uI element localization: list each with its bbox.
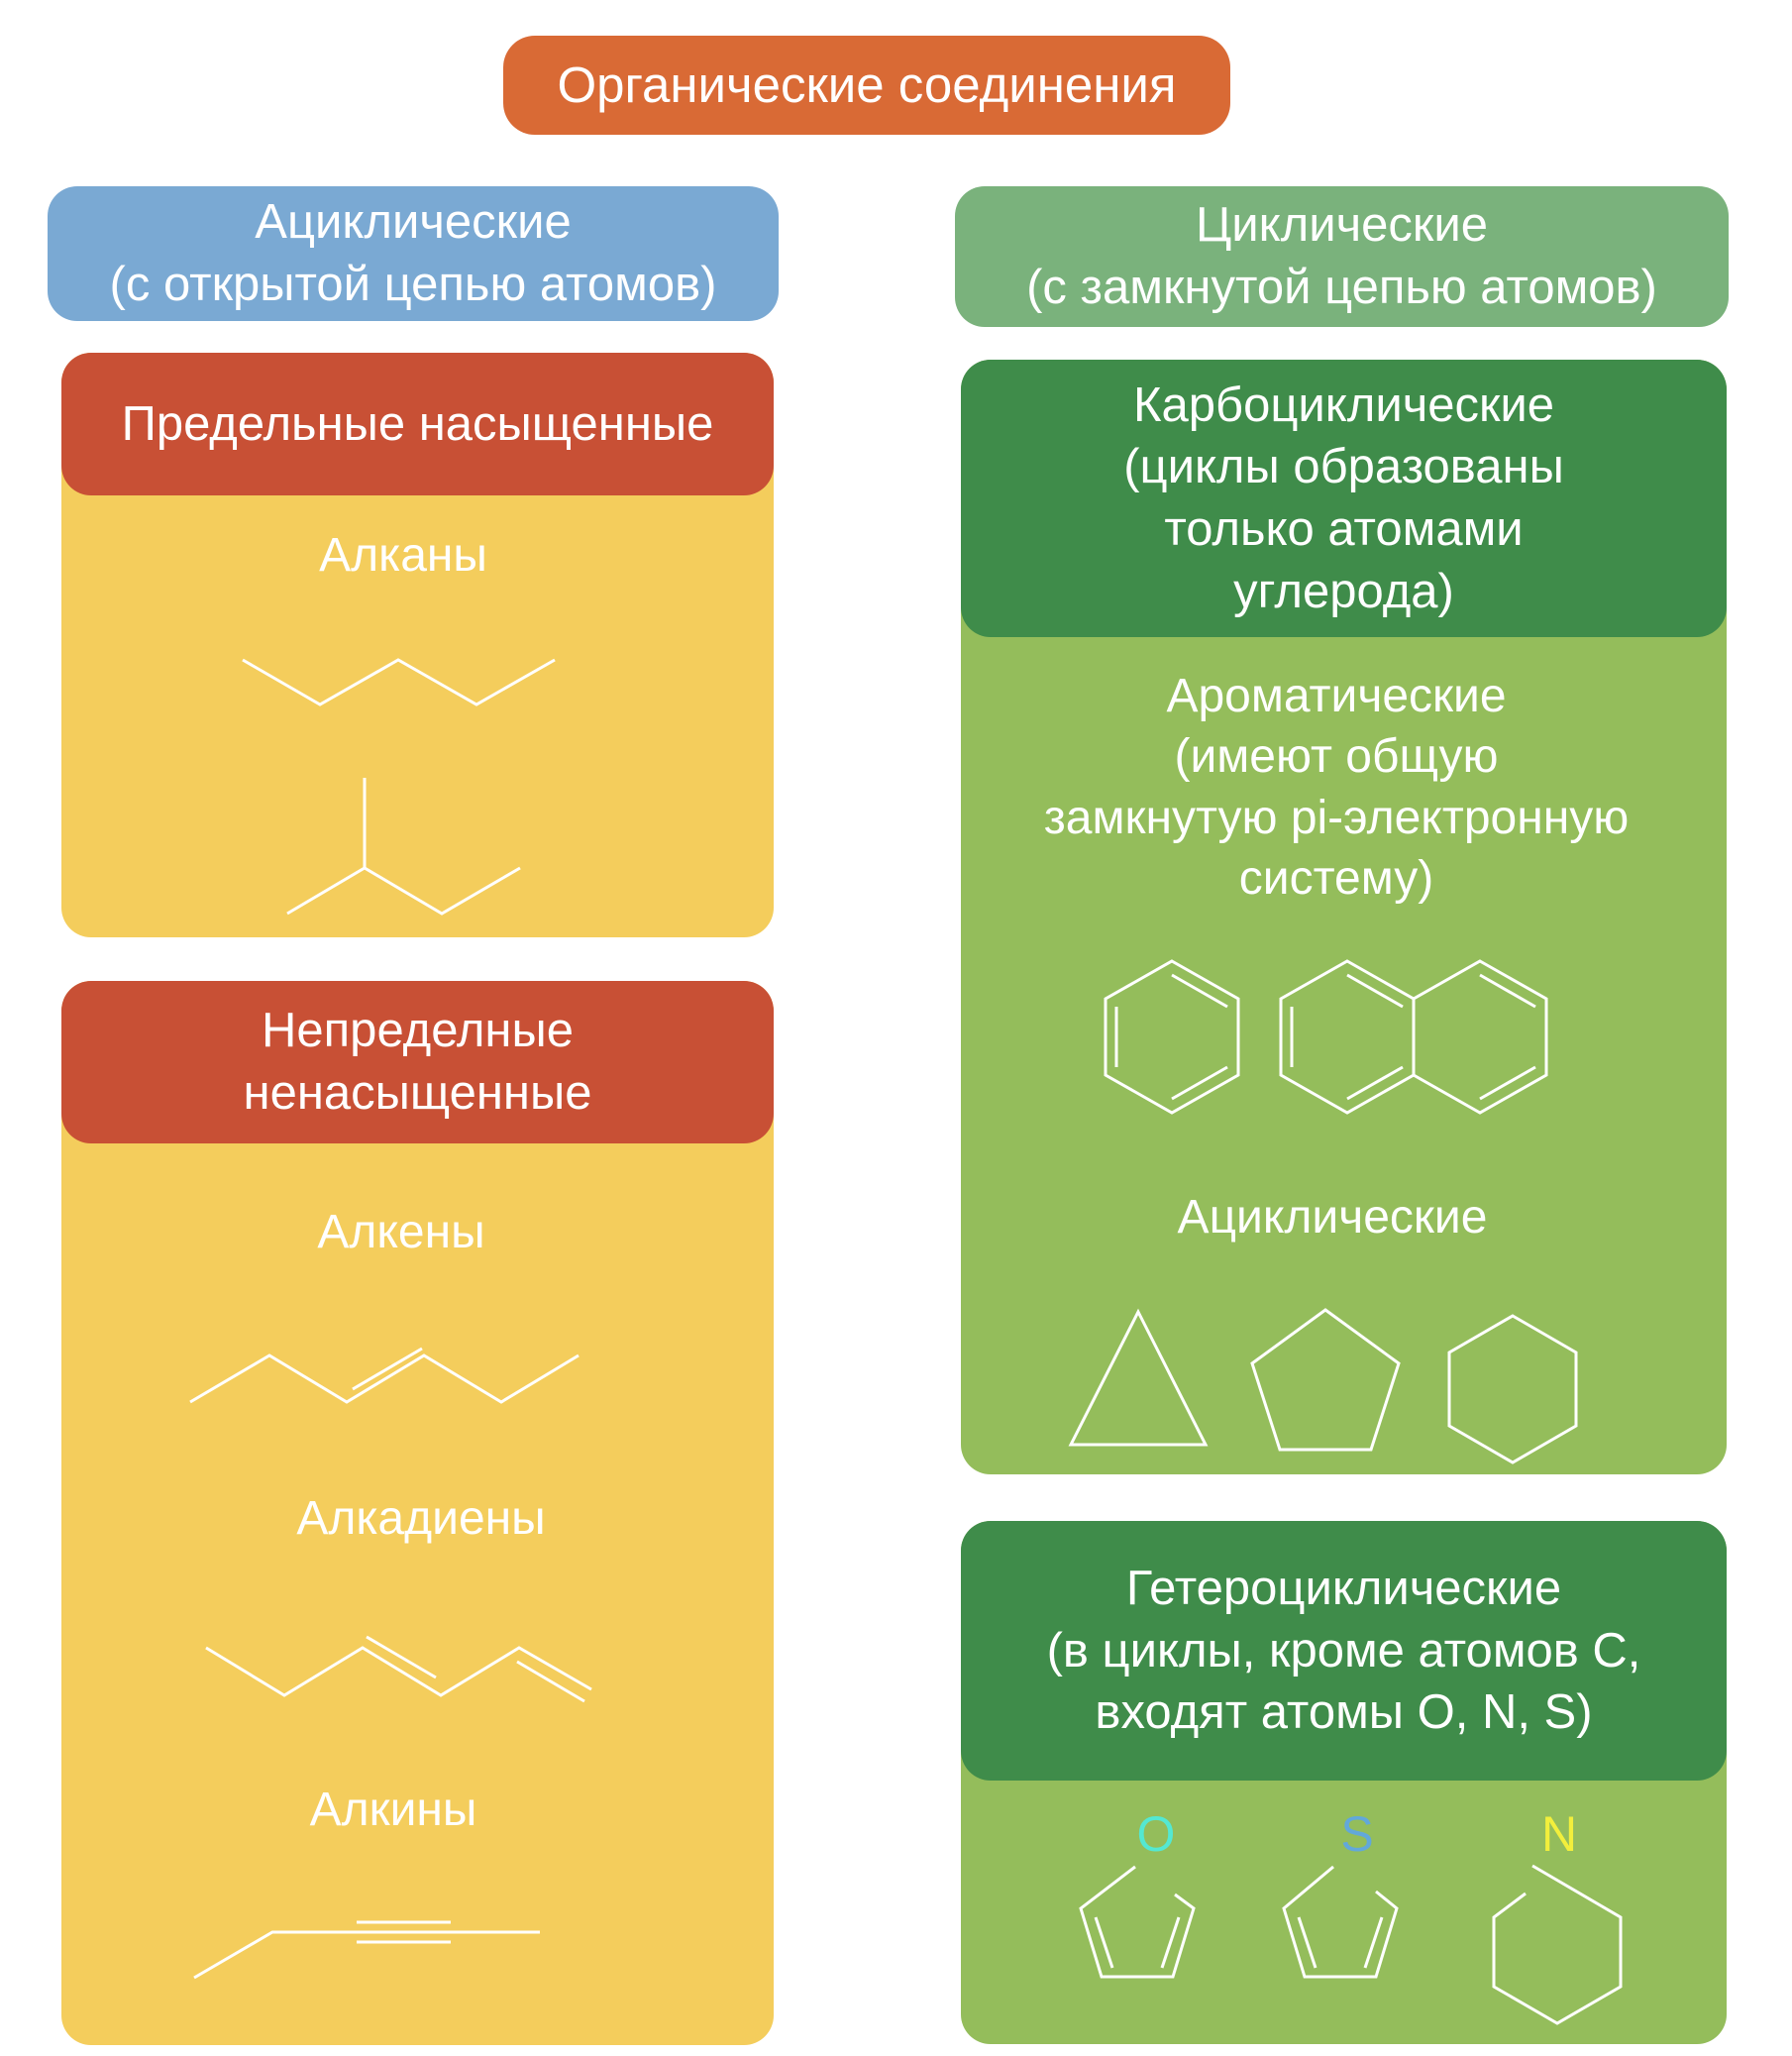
heterocyclic-header: Гетероциклические (в циклы, кроме атомов…: [961, 1521, 1727, 1781]
alkenes-label: Алкены: [317, 1206, 485, 1258]
aromatic-label: Ароматические (имеют общую замкнутую pi-…: [1043, 670, 1630, 906]
alkanes-label: Алканы: [319, 529, 487, 582]
unsaturated-header: Непределные ненасыщенные: [61, 981, 774, 1143]
nitrogen-atom-label: N: [1541, 1806, 1577, 1862]
oxygen-atom-label: O: [1137, 1806, 1176, 1862]
alkadienes-label: Алкадиены: [296, 1492, 546, 1545]
diagram-title: Органические соединения: [503, 36, 1230, 135]
cyclic-header: Циклические (с замкнутой цепью атомов): [955, 186, 1729, 327]
acyclic-header: Ациклические (с открытой цепью атомов): [48, 186, 779, 321]
alkynes-label: Алкины: [309, 1784, 477, 1836]
alicyclic-label: Ациклические: [1177, 1191, 1488, 1244]
sulfur-atom-label: S: [1340, 1806, 1373, 1862]
carbocyclic-header: Карбоциклические (циклы образованы тольк…: [961, 360, 1727, 637]
saturated-header: Предельные насыщенные: [61, 353, 774, 495]
unsaturated-panel: [61, 981, 774, 2045]
